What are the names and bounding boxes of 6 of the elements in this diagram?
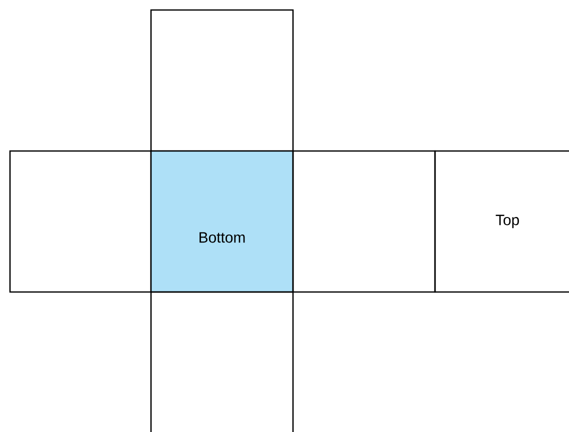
square-face bbox=[292, 150, 436, 293]
square-face bbox=[150, 291, 294, 432]
face-label: Top bbox=[496, 214, 519, 228]
square-face bbox=[434, 150, 569, 293]
face-label: Bottom bbox=[200, 232, 245, 243]
square-face bbox=[150, 150, 294, 293]
